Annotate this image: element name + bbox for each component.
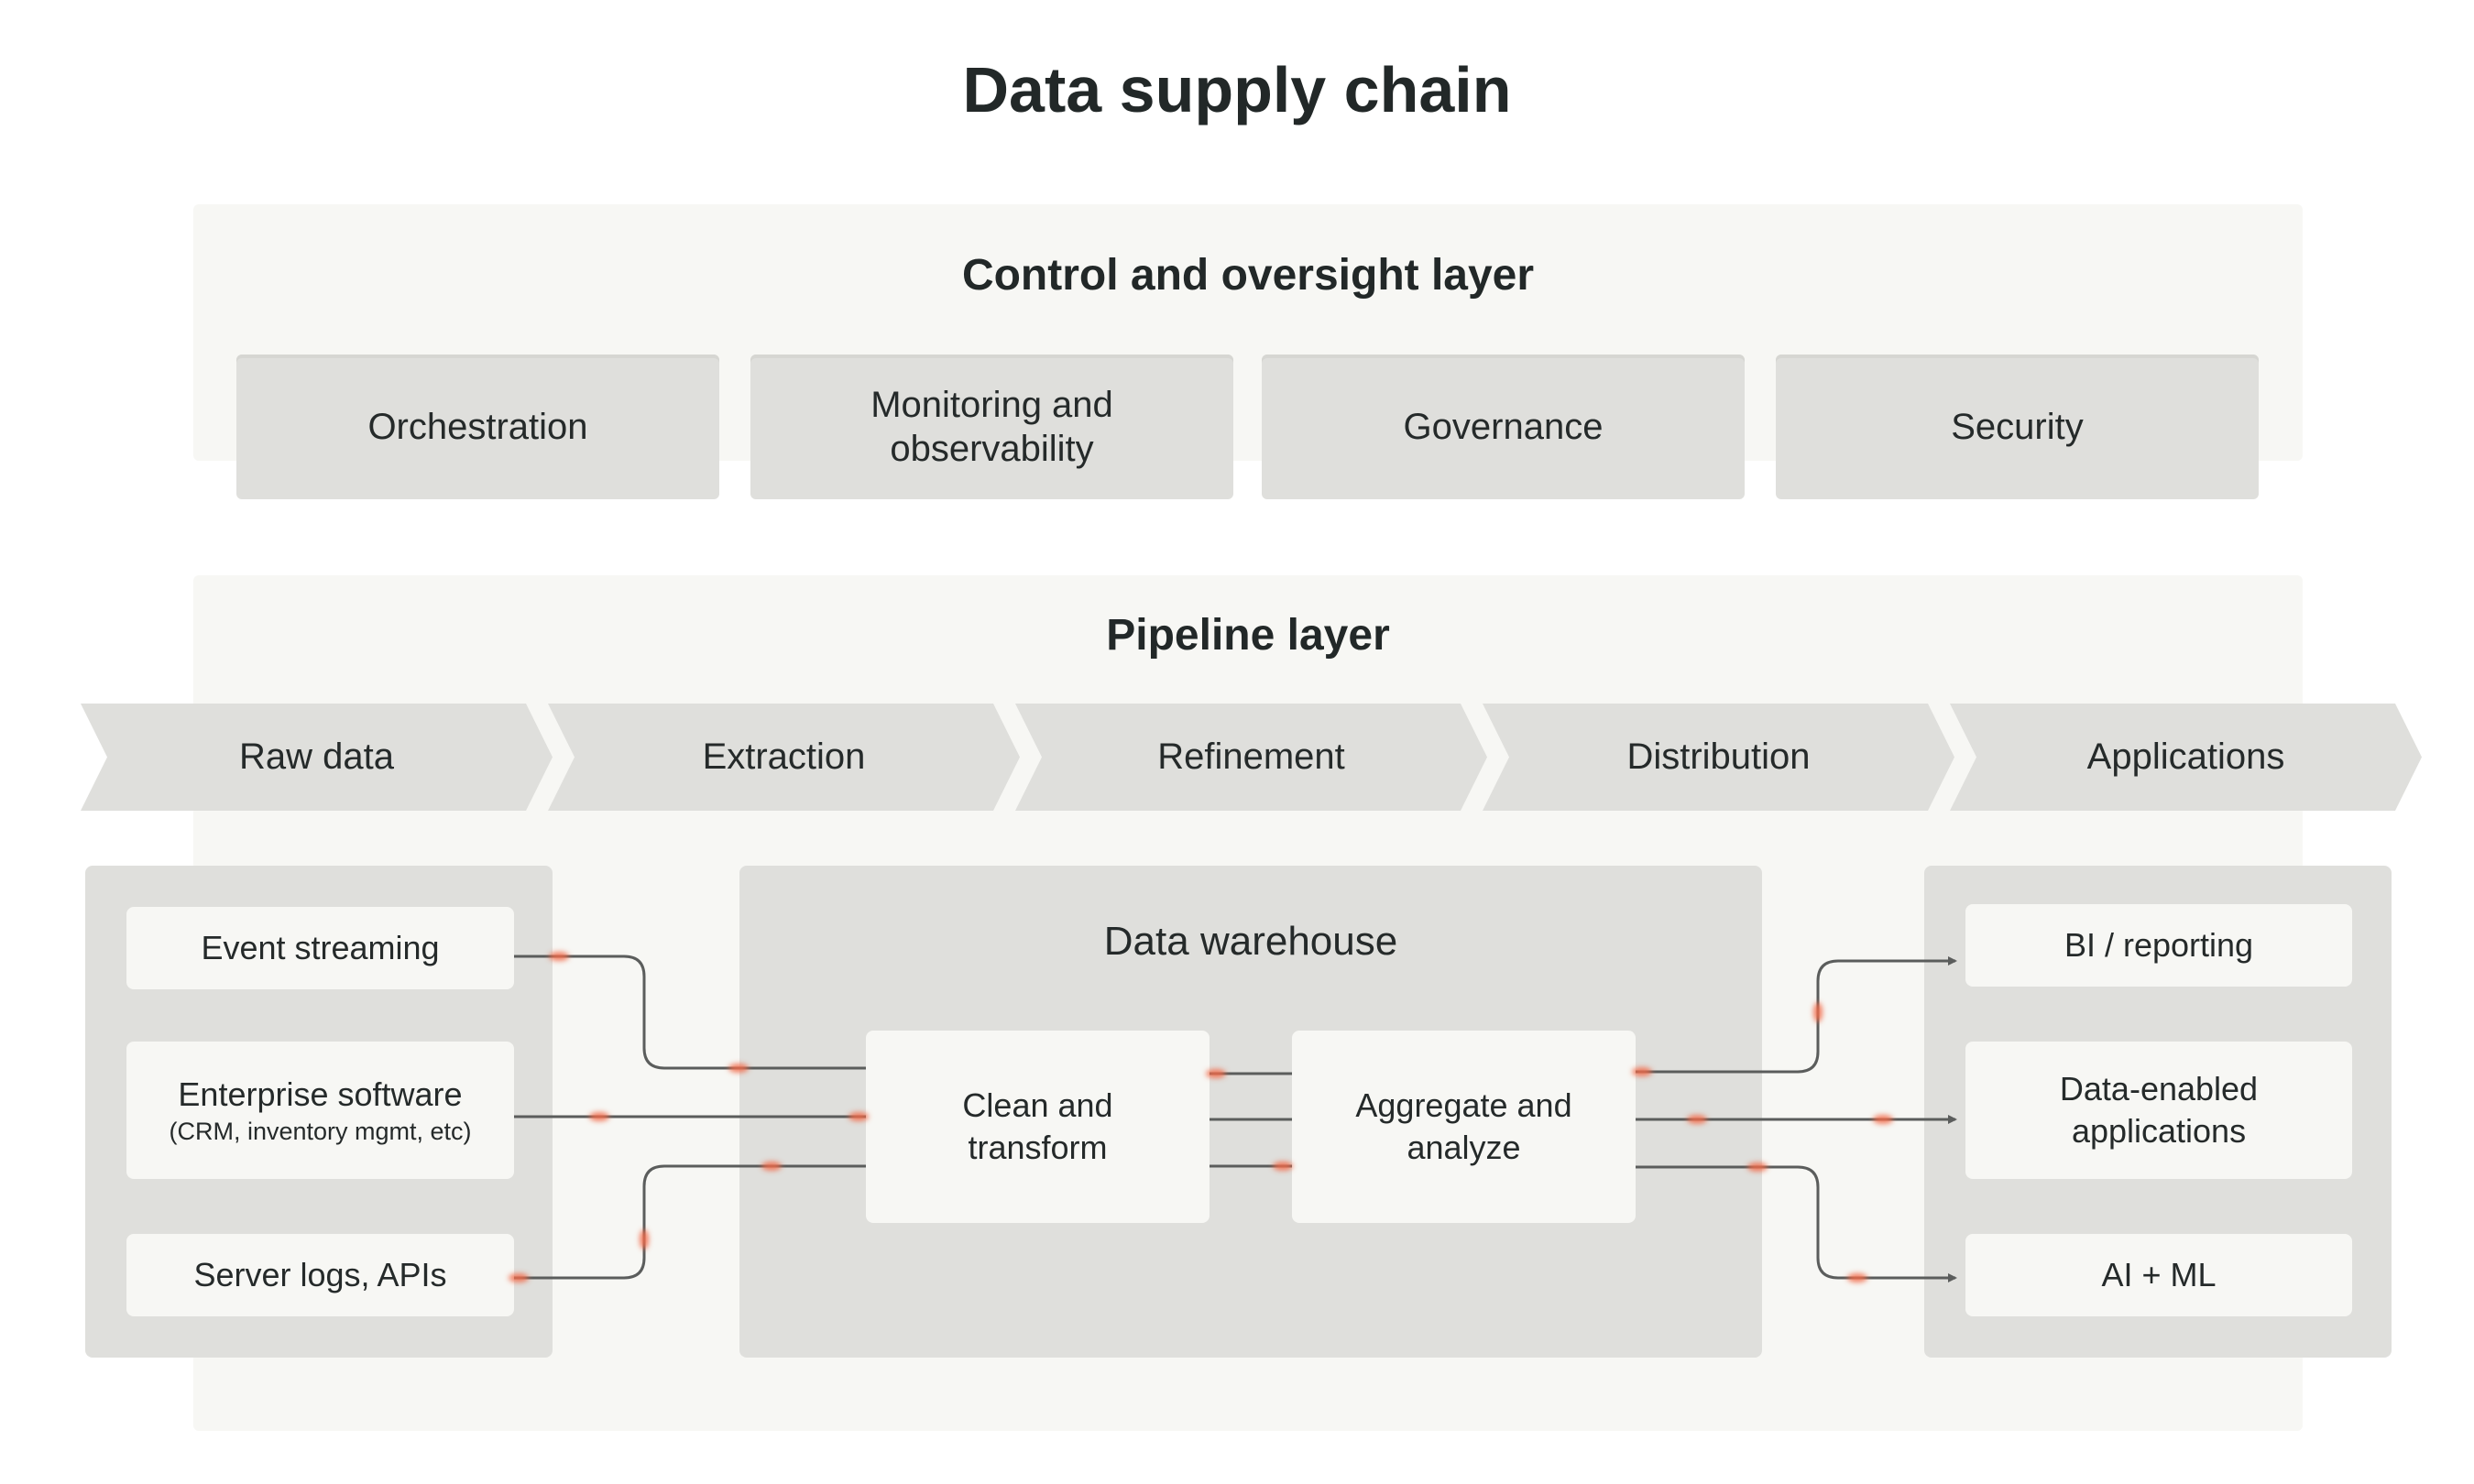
output-label: BI / reporting: [2063, 926, 2254, 964]
source-label: Event streaming: [201, 929, 440, 966]
output-label: AI + ML: [2101, 1256, 2217, 1293]
stage-chevron-raw-data[interactable]: Raw data: [81, 704, 553, 811]
step-label: Clean and transform: [962, 1086, 1113, 1166]
output-bi-reporting[interactable]: BI / reporting: [1965, 904, 2352, 987]
stage-label: Distribution: [1626, 737, 1811, 777]
pipeline-layer-title: Pipeline layer: [1106, 610, 1390, 660]
step-label: Aggregate and analyze: [1355, 1086, 1572, 1166]
step-clean-transform[interactable]: Clean and transform: [866, 1031, 1210, 1223]
output-ai-ml[interactable]: AI + ML: [1965, 1234, 2352, 1316]
source-event-streaming[interactable]: Event streaming: [126, 907, 514, 989]
source-label: Server logs, APIs: [193, 1256, 447, 1293]
control-item-label: Security: [1951, 407, 2084, 447]
data-warehouse-title: Data warehouse: [1103, 919, 1398, 964]
stage-label: Extraction: [702, 737, 866, 777]
control-item-security[interactable]: Security: [1776, 355, 2259, 499]
chevron-shape: [1950, 704, 2422, 811]
stage-chevron-refinement[interactable]: Refinement: [1015, 704, 1487, 811]
chevron-shape: [81, 704, 553, 811]
control-item-label: Orchestration: [367, 407, 588, 447]
source-label: Enterprise software: [178, 1075, 463, 1113]
control-item-orchestration[interactable]: Orchestration: [236, 355, 719, 499]
source-server-logs[interactable]: Server logs, APIs: [126, 1234, 514, 1316]
chevron-shape: [1483, 704, 1954, 811]
source-sublabel: (CRM, inventory mgmt, etc): [169, 1118, 472, 1145]
stage-chevron-distribution[interactable]: Distribution: [1483, 704, 1954, 811]
stage-chevron-extraction[interactable]: Extraction: [548, 704, 1020, 811]
stage-label: Applications: [2086, 737, 2285, 777]
step-aggregate-analyze[interactable]: Aggregate and analyze: [1292, 1031, 1636, 1223]
chevron-shape: [1015, 704, 1487, 811]
chevron-shape: [548, 704, 1020, 811]
control-item-monitoring[interactable]: Monitoring and observability: [750, 355, 1233, 499]
output-label: Data-enabled applications: [2059, 1070, 2259, 1150]
output-data-enabled-apps[interactable]: Data-enabled applications: [1965, 1042, 2352, 1179]
control-layer-title: Control and oversight layer: [961, 250, 1535, 300]
control-item-governance[interactable]: Governance: [1262, 355, 1745, 499]
stage-label: Refinement: [1157, 737, 1345, 777]
source-enterprise-software[interactable]: Enterprise software (CRM, inventory mgmt…: [126, 1042, 514, 1179]
control-item-label: Monitoring and observability: [870, 385, 1113, 469]
stage-chevron-applications[interactable]: Applications: [1950, 704, 2422, 811]
page-title: Data supply chain: [962, 54, 1512, 125]
stage-label: Raw data: [239, 737, 394, 777]
control-item-label: Governance: [1403, 407, 1604, 447]
